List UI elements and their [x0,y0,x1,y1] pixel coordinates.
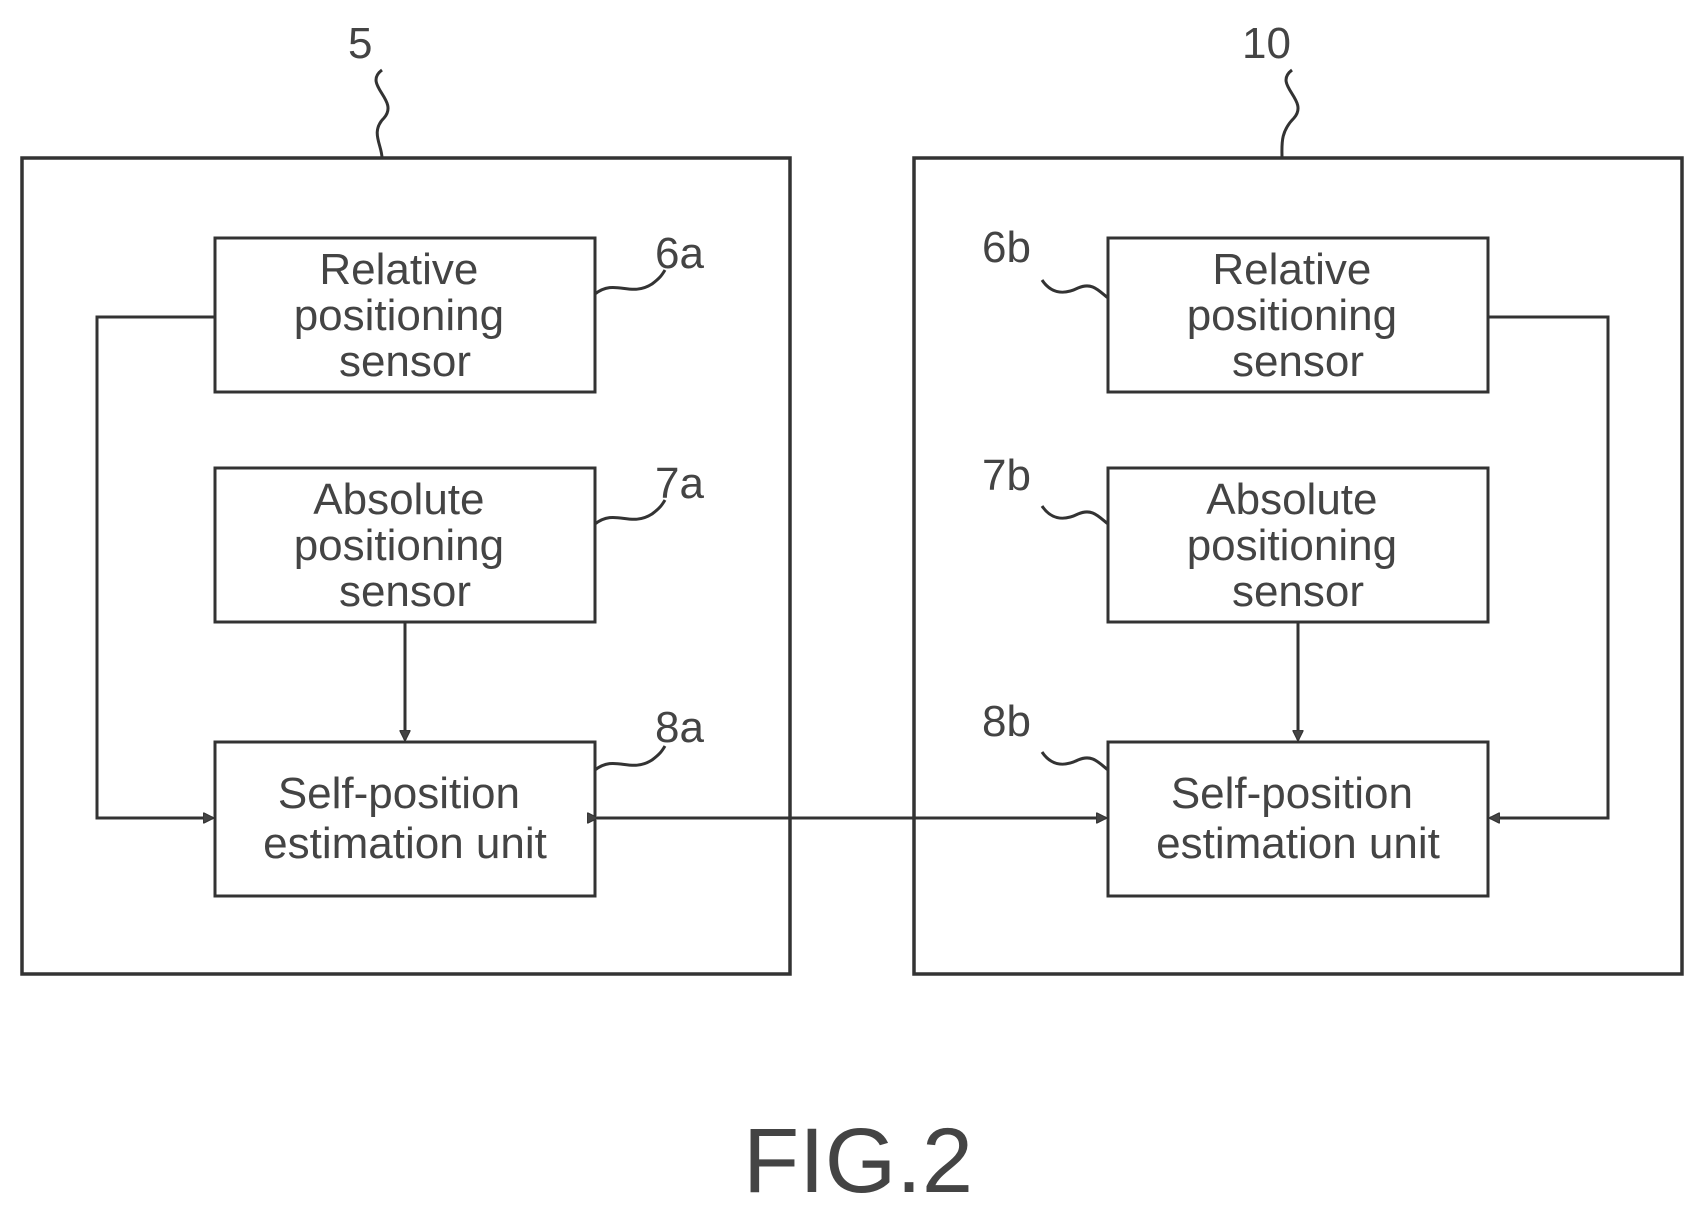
relative-sensor-right: Relative positioning sensor 6b [982,223,1490,394]
system-left-ref: 5 [348,19,372,68]
relative-sensor-left-line-1: Relative [319,245,478,294]
relative-sensor-right-line-3: sensor [1232,337,1364,386]
absolute-sensor-left-label: Absolute positioning sensor [294,475,517,616]
relative-sensor-left-line-2: positioning [294,291,504,340]
absolute-sensor-left: Absolute positioning sensor 7a [213,459,704,624]
relative-sensor-right-box [1106,236,1490,394]
estimation-unit-left: Self-position estimation unit 8a [213,703,704,898]
system-left-leader [374,68,390,159]
absolute-sensor-right-line-2: positioning [1187,521,1397,570]
figure-caption: FIG.2 [743,1110,973,1212]
system-right: 10 Relative positioning sensor 6b Absolu… [912,19,1684,976]
estimation-unit-left-ref: 8a [655,703,704,752]
relative-sensor-right-line-1: Relative [1212,245,1371,294]
relative-sensor-right-line-2: positioning [1187,291,1397,340]
relative-sensor-right-ref: 6b [982,223,1031,272]
system-right-leader [1280,68,1300,159]
estimation-unit-right-ref: 8b [982,697,1031,746]
system-left-outline [20,156,792,976]
relative-sensor-right-label: Relative positioning sensor [1187,245,1410,386]
relative-sensor-right-leader [1040,279,1109,300]
estimation-unit-right-label: Self-position estimation unit [1156,769,1440,868]
absolute-sensor-right-line-3: sensor [1232,567,1364,616]
relative-sensor-left: Relative positioning sensor 6a [213,229,704,394]
estimation-unit-right-line-1: Self-position [1171,769,1413,818]
estimation-unit-left-line-2: estimation unit [263,819,547,868]
absolute-sensor-left-leader [594,499,667,526]
estimation-unit-left-line-1: Self-position [278,769,520,818]
connector-relative-to-estimation-right [1488,315,1610,818]
system-right-outline [912,156,1684,976]
absolute-sensor-left-line-2: positioning [294,521,504,570]
connector-relative-to-estimation-left [95,315,215,818]
estimation-unit-left-leader [594,745,667,772]
estimation-unit-right: Self-position estimation unit 8b [982,697,1490,898]
system-left: 5 Relative positioning sensor 6a Absolut… [20,19,792,976]
absolute-sensor-right-line-1: Absolute [1206,475,1377,524]
relative-sensor-left-label: Relative positioning sensor [294,245,517,386]
absolute-sensor-left-box [213,466,597,624]
estimation-unit-right-line-2: estimation unit [1156,819,1440,868]
estimation-unit-right-box [1106,740,1490,898]
estimation-unit-left-label: Self-position estimation unit [263,769,547,868]
relative-sensor-left-box [213,236,597,394]
absolute-sensor-left-line-1: Absolute [313,475,484,524]
absolute-sensor-right-leader [1040,505,1109,526]
relative-sensor-left-leader [594,269,667,296]
absolute-sensor-right-ref: 7b [982,451,1031,500]
relative-sensor-left-line-3: sensor [339,337,471,386]
system-right-ref: 10 [1242,19,1291,68]
absolute-sensor-right-label: Absolute positioning sensor [1187,475,1410,616]
estimation-unit-right-leader [1040,751,1109,772]
absolute-sensor-left-ref: 7a [655,459,704,508]
relative-sensor-left-ref: 6a [655,229,704,278]
absolute-sensor-right-box [1106,466,1490,624]
absolute-sensor-right: Absolute positioning sensor 7b [982,451,1490,624]
absolute-sensor-left-line-3: sensor [339,567,471,616]
